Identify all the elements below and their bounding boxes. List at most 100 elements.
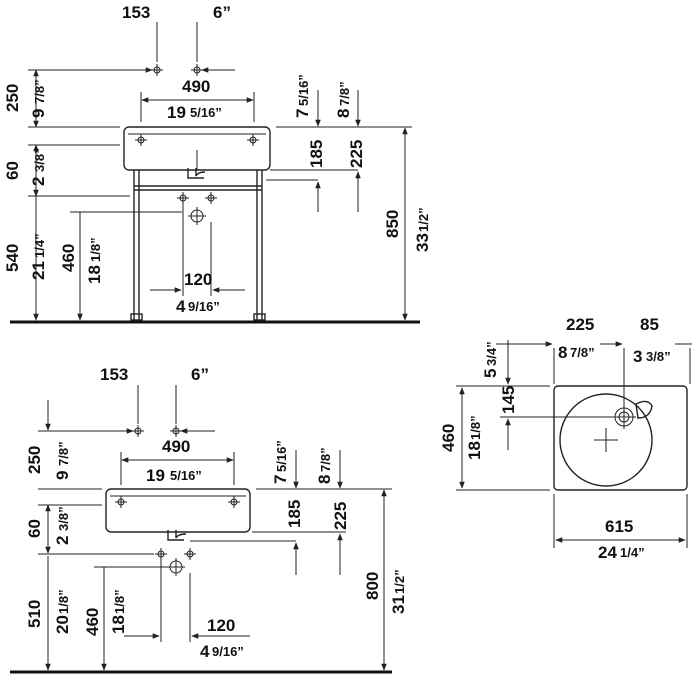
dim-20-frac: 1/8”	[56, 589, 71, 614]
bowl-outline	[559, 393, 653, 487]
tap-hole-marker	[228, 496, 240, 508]
dim-8: 8	[315, 475, 334, 484]
dim-19: 19	[167, 103, 186, 122]
dim-2: 2	[29, 177, 48, 186]
supply-hole-marker	[184, 548, 196, 560]
basin-outline	[105, 488, 251, 533]
dim-20: 20	[53, 615, 72, 634]
dim-19: 19	[146, 466, 165, 485]
dim-21: 21	[29, 261, 48, 280]
dim-6in: 6”	[213, 3, 231, 22]
tap-hole-marker	[247, 134, 259, 146]
dim-8: 8	[558, 343, 567, 362]
dim-225: 225	[566, 315, 594, 334]
dim-85: 85	[640, 315, 659, 334]
dim-7: 7	[293, 109, 312, 118]
dim-18: 18	[85, 265, 104, 284]
dim-4: 4	[176, 297, 186, 316]
dim-5: 5	[481, 369, 500, 378]
dim-9: 9	[53, 471, 72, 480]
dim-7-frac: 5/16”	[274, 440, 289, 472]
dim-9: 9	[29, 109, 48, 118]
dim-2-frac: 3/8”	[32, 147, 47, 172]
supply-hole-marker	[177, 192, 189, 204]
waste-center-marker	[594, 428, 618, 452]
dim-153: 153	[122, 3, 150, 22]
wall-hole-marker	[151, 64, 163, 76]
dim-7-frac: 5/16”	[296, 74, 311, 106]
wall-hole-marker	[132, 425, 144, 437]
dim-185: 185	[307, 140, 326, 168]
dim-250: 250	[3, 84, 22, 112]
dim-31-frac: 1/2”	[392, 569, 407, 594]
dim-3-frac: 3/8”	[646, 349, 671, 364]
dim-4-frac: 9/16”	[212, 644, 244, 659]
dim-800: 800	[363, 572, 382, 600]
dim-850: 850	[383, 210, 402, 238]
dim-460: 460	[83, 608, 102, 636]
dim-2: 2	[53, 536, 72, 545]
plan-view: 225 85 8 7/8” 3 3/8” 5 3/4” 145 460 18 1…	[439, 315, 692, 562]
waste-outlet	[187, 168, 206, 179]
dim-31: 31	[389, 595, 408, 614]
dim-460: 460	[439, 424, 458, 452]
dim-225: 225	[347, 140, 366, 168]
dim-120: 120	[184, 270, 212, 289]
dim-60: 60	[25, 519, 44, 538]
waste-outlet	[167, 530, 187, 541]
dim-4: 4	[200, 642, 210, 661]
overflow-slot	[635, 400, 653, 419]
tap-hole-plan-marker	[612, 405, 636, 429]
dim-33-frac: 1/2”	[416, 207, 431, 232]
dim-540: 540	[3, 244, 22, 272]
dim-8-frac: 7/8”	[318, 447, 333, 472]
console-frame	[130, 170, 266, 321]
dim-460: 460	[59, 244, 78, 272]
elevation-with-console: 153 6” 490 19 5/16” 250 9 7/8” 60 2 3/8”…	[3, 3, 432, 324]
supply-hole-marker	[205, 192, 217, 204]
dim-120: 120	[207, 616, 235, 635]
dim-24: 24	[598, 543, 617, 562]
dim-9-frac: 7/8”	[56, 441, 71, 466]
wall-hole-marker	[170, 425, 182, 437]
dim-510: 510	[25, 600, 44, 628]
dim-490: 490	[182, 77, 210, 96]
dim-9-frac: 7/8”	[32, 79, 47, 104]
dim-33: 33	[413, 233, 432, 252]
dim-18: 18	[109, 615, 128, 634]
dim-8-frac: 7/8”	[337, 81, 352, 106]
dim-6in: 6”	[191, 365, 209, 384]
basin-plan-outline	[553, 385, 688, 491]
dim-145: 145	[499, 386, 518, 414]
dim-8-frac: 7/8”	[570, 345, 595, 360]
dim-8: 8	[334, 109, 353, 118]
dim-18-frac: 1/8”	[468, 415, 483, 440]
dim-185: 185	[285, 500, 304, 528]
dim-7: 7	[271, 475, 290, 484]
waste-pipe-marker	[188, 207, 206, 225]
dim-490: 490	[162, 437, 190, 456]
tap-hole-marker	[115, 496, 127, 508]
dim-21-frac: 1/4”	[32, 233, 47, 258]
dim-19-frac: 5/16”	[190, 105, 222, 120]
dim-250: 250	[25, 446, 44, 474]
dim-18: 18	[465, 441, 484, 460]
dim-3: 3	[633, 347, 642, 366]
dim-60: 60	[3, 161, 22, 180]
dim-225: 225	[331, 502, 350, 530]
dim-615: 615	[605, 517, 633, 536]
waste-pipe-marker	[167, 558, 185, 576]
dim-2-frac: 3/8”	[56, 506, 71, 531]
dim-18-frac: 1/8”	[112, 589, 127, 614]
dim-4-frac: 9/16”	[188, 299, 220, 314]
dim-24-frac: 1/4”	[620, 545, 645, 560]
dim-153: 153	[100, 365, 128, 384]
supply-hole-marker	[155, 548, 167, 560]
dim-19-frac: 5/16”	[170, 468, 202, 483]
elevation-wall-hung: 153 6” 490 19 5/16” 250 9 7/8” 60 2 3/8”…	[10, 365, 408, 674]
wall-hole-marker	[191, 64, 203, 76]
dim-5-frac: 3/4”	[484, 341, 499, 366]
tap-hole-marker	[135, 134, 147, 146]
dim-18-frac: 1/8”	[88, 237, 103, 262]
